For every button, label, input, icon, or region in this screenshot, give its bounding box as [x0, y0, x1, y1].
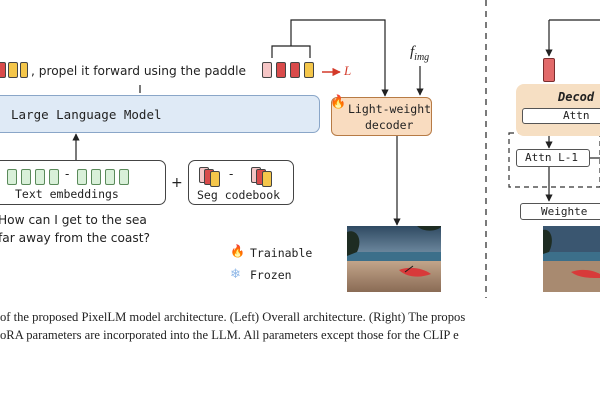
output-scene-image: [347, 226, 441, 292]
fimg-label: fimg: [410, 44, 430, 63]
text-embeddings-label: Text embeddings: [15, 187, 119, 201]
decoder-title: Decod: [558, 90, 595, 104]
llm-box: Large Language Model: [0, 95, 320, 133]
lightweight-decoder-box: 🔥 Light-weight decoder: [330, 94, 432, 136]
codebook-token: [210, 171, 220, 187]
decoder-label-line1: Light-weight: [348, 102, 432, 116]
attn-box: Attn: [522, 108, 600, 124]
token-to-decoder-line: [290, 19, 389, 97]
legend-trainable: Trainable: [250, 246, 313, 260]
attn-l1-box: Attn L-1: [516, 149, 590, 167]
attn-l1-label: Attn L-1: [525, 151, 578, 164]
seg-token: [276, 62, 286, 78]
text-token: [49, 169, 59, 185]
fire-icon: 🔥: [230, 244, 245, 258]
weighted-label: Weighte: [541, 205, 588, 218]
llm-label: Large Language Model: [11, 107, 162, 122]
caption-line1: of the proposed PixelLM model architectu…: [0, 310, 466, 324]
snowflake-icon: ❄: [230, 266, 241, 281]
seg-token: [0, 62, 6, 78]
text-token: [77, 169, 87, 185]
decoder-label-line2: decoder: [365, 118, 414, 132]
dash-sign: -: [229, 167, 234, 181]
text-token: [35, 169, 45, 185]
legend-frozen: Frozen: [250, 268, 292, 282]
question-line2: far away from the coast?: [0, 231, 150, 245]
question-line1: How can I get to the sea: [0, 213, 147, 227]
loss-label: L: [344, 63, 352, 78]
prompt-text: , propel it forward using the paddle: [31, 64, 247, 78]
weighted-box: Weighte: [520, 203, 600, 220]
codebook-token: [262, 171, 272, 187]
seg-token: [304, 62, 314, 78]
seg-token: [20, 62, 28, 78]
text-token: [105, 169, 115, 185]
caption-line2: oRA parameters are incorporated into the…: [0, 328, 459, 342]
seg-codebook-label: Seg codebook: [197, 188, 281, 202]
seg-token: [290, 62, 300, 78]
text-embeddings-box: - Text embeddings: [0, 160, 166, 205]
text-token: [7, 169, 17, 185]
attn-label: Attn: [563, 109, 590, 122]
text-token: [119, 169, 129, 185]
plus-sign: +: [171, 175, 183, 191]
seg-token-bracket: [271, 45, 311, 58]
right-output-scene-image: [543, 226, 600, 292]
fire-icon: 🔥: [330, 94, 347, 109]
text-token: [91, 169, 101, 185]
seg-codebook-box: - Seg codebook: [188, 160, 294, 205]
seg-token: [262, 62, 272, 78]
seg-token: [8, 62, 18, 78]
text-token: [21, 169, 31, 185]
seg-token-vertical: [543, 58, 555, 82]
dash-sign: -: [65, 167, 70, 181]
